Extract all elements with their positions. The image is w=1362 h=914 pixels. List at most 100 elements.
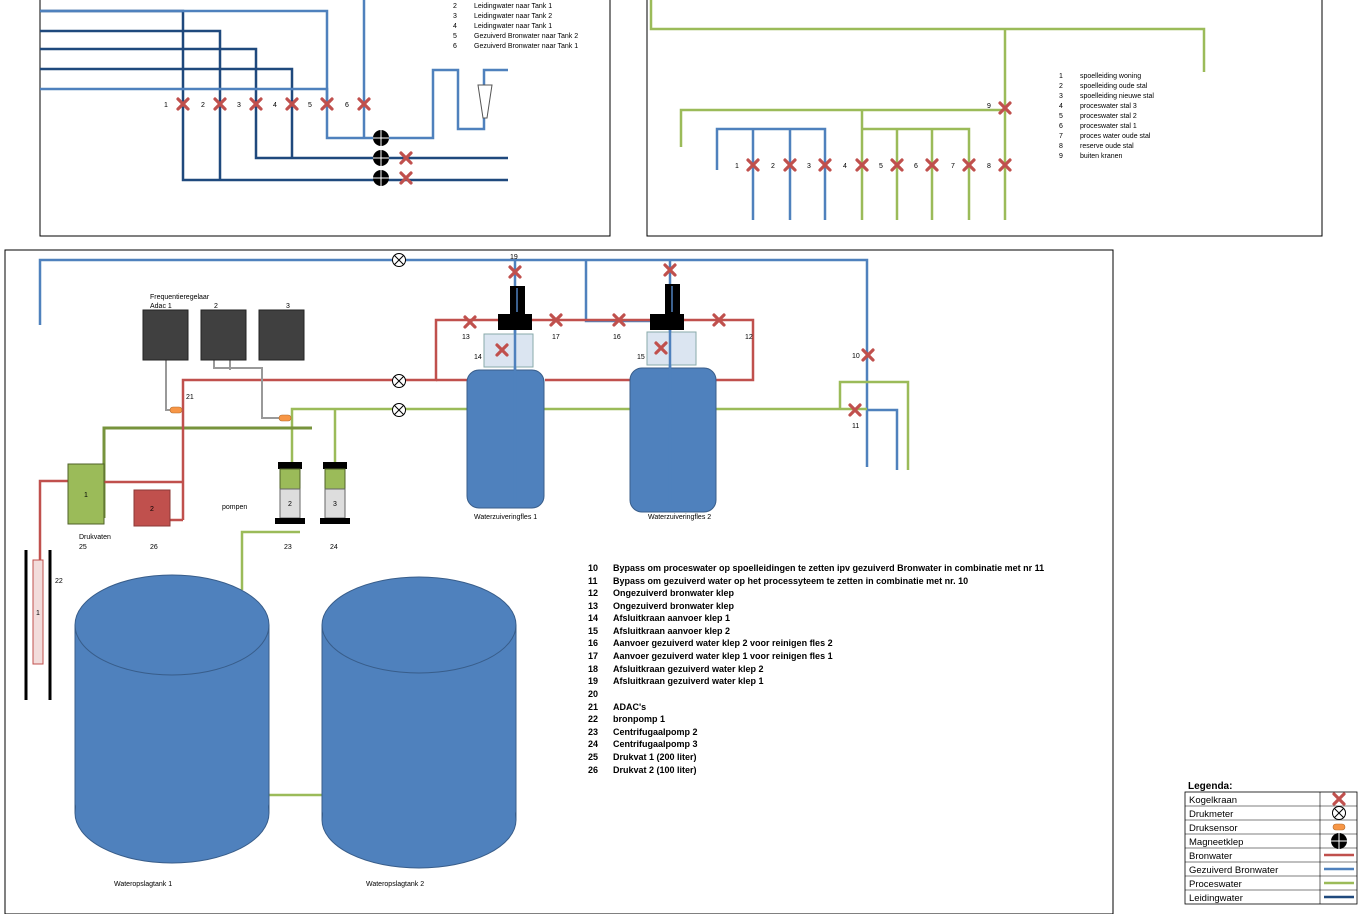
svg-text:12: 12	[588, 588, 598, 598]
solenoid-valve-icon	[1330, 832, 1348, 850]
adac-label: 3	[286, 303, 290, 310]
solenoid-valve-icon	[372, 149, 390, 167]
valve-number: 2	[771, 163, 775, 170]
svg-text:proceswater stal 1: proceswater stal 1	[1080, 123, 1137, 130]
legenda-item-label: Kogelkraan	[1189, 795, 1237, 806]
pressure-gauge-icon	[392, 253, 406, 267]
svg-text:4: 4	[1059, 103, 1063, 110]
label-16: 16	[613, 334, 621, 341]
wateropslagtank-2	[321, 576, 517, 869]
valve-number: 7	[951, 163, 955, 170]
svg-text:4: 4	[453, 23, 457, 30]
legenda-item-label: Gezuiverd Bronwater	[1189, 865, 1278, 876]
valve-number: 1	[164, 102, 168, 109]
svg-text:2: 2	[1059, 83, 1063, 90]
pressure-gauge-icon	[1332, 806, 1346, 820]
svg-text:proceswater stal 3: proceswater stal 3	[1080, 103, 1137, 110]
svg-text:16: 16	[588, 638, 598, 648]
legenda-title: Legenda:	[1188, 781, 1232, 792]
svg-text:Gezuiverd Bronwater naar Tank: Gezuiverd Bronwater naar Tank 1	[474, 43, 578, 50]
svg-text:24: 24	[588, 739, 598, 749]
svg-text:19: 19	[588, 676, 598, 686]
valve-number: 2	[201, 102, 205, 109]
pompen-label: pompen	[222, 504, 247, 511]
svg-text:proceswater stal 2: proceswater stal 2	[1080, 113, 1137, 120]
svg-text:6: 6	[1059, 123, 1063, 130]
label-22: 22	[55, 578, 63, 585]
ball-valve-icon	[463, 315, 477, 329]
valve-number: 6	[345, 102, 349, 109]
valve-number: 5	[879, 163, 883, 170]
svg-text:10: 10	[588, 563, 598, 573]
bronpomp	[32, 559, 44, 665]
legenda: Legenda: Kogelkraan Drukmeter Druksensor…	[1184, 781, 1358, 905]
wateropslagtank-1	[74, 574, 270, 864]
svg-text:Afsluitkraan aanvoer klep 2: Afsluitkraan aanvoer klep 2	[613, 626, 730, 636]
panel-b: 1 2 3 4 5 6 7 8 9 1 spoelleiding woning …	[646, 0, 1323, 237]
svg-text:25: 25	[588, 752, 598, 762]
waterzuiveringfles-1	[466, 286, 545, 509]
svg-text:Drukvat 1 (200 liter): Drukvat 1 (200 liter)	[613, 752, 697, 762]
label-21: 21	[186, 394, 194, 401]
valve-number: 8	[987, 163, 991, 170]
legenda-item-label: Bronwater	[1189, 851, 1232, 862]
svg-text:17: 17	[588, 651, 598, 661]
valve-number: 4	[843, 163, 847, 170]
panel-c-legend: 10 Bypass om proceswater op spoelleiding…	[588, 563, 1044, 775]
svg-text:Afsluitkraan aanvoer klep 1: Afsluitkraan aanvoer klep 1	[613, 613, 730, 623]
drukvat-1	[67, 463, 105, 525]
svg-text:2: 2	[288, 501, 292, 508]
freq-title: Frequentieregelaar	[150, 294, 210, 301]
svg-text:proces water oude stal: proces water oude stal	[1080, 133, 1151, 140]
svg-text:6: 6	[453, 43, 457, 50]
label-15: 15	[637, 354, 645, 361]
svg-text:ADAC's: ADAC's	[613, 702, 646, 712]
svg-text:22: 22	[588, 714, 598, 724]
svg-text:2: 2	[150, 506, 154, 513]
label-17: 17	[552, 334, 560, 341]
adac-2-box	[200, 309, 247, 361]
waterzuiveringfles-2	[629, 284, 717, 513]
valve-number: 6	[914, 163, 918, 170]
svg-text:21: 21	[588, 702, 598, 712]
svg-text:Afsluitkraan gezuiverd water k: Afsluitkraan gezuiverd water klep 1	[613, 676, 764, 686]
svg-text:bronpomp 1: bronpomp 1	[613, 714, 665, 724]
pressure-sensor-icon	[1332, 823, 1346, 831]
label-23: 23	[284, 544, 292, 551]
svg-text:Ongezuiverd bronwater klep: Ongezuiverd bronwater klep	[613, 588, 735, 598]
drukvat-2	[133, 489, 171, 527]
solenoid-valve-icon	[372, 169, 390, 187]
fles-2-label: Waterzuiveringfles 2	[648, 514, 711, 521]
svg-text:Leidingwater naar Tank 1: Leidingwater naar Tank 1	[474, 3, 552, 10]
legenda-item-label: Magneetklep	[1189, 837, 1243, 848]
svg-text:Leidingwater naar Tank 1: Leidingwater naar Tank 1	[474, 23, 552, 30]
label-26: 26	[150, 544, 158, 551]
fles-1-label: Waterzuiveringfles 1	[474, 514, 537, 521]
panel-a-legend: 2 Leidingwater naar Tank 1 3 Leidingwate…	[453, 3, 578, 50]
panel-a: 1 2 3 4 5 6 2 Leidingwater naar Tank 1 3…	[39, 0, 611, 237]
label-13: 13	[462, 334, 470, 341]
svg-text:11: 11	[588, 576, 598, 586]
label-12: 12	[745, 334, 753, 341]
svg-text:reserve oude stal: reserve oude stal	[1080, 143, 1134, 150]
svg-text:15: 15	[588, 626, 598, 636]
svg-text:7: 7	[1059, 133, 1063, 140]
label-19: 19	[510, 254, 518, 261]
svg-text:14: 14	[588, 613, 598, 623]
svg-text:23: 23	[588, 727, 598, 737]
svg-text:Bypass om gezuiverd water op h: Bypass om gezuiverd water op het process…	[613, 576, 968, 586]
adac-label: Adac 1	[150, 303, 172, 310]
svg-text:buiten kranen: buiten kranen	[1080, 153, 1123, 160]
panel-b-legend: 1 spoelleiding woning 2 spoelleiding oud…	[1059, 73, 1154, 160]
pump-2: 2	[275, 462, 305, 524]
valve-number: 1	[735, 163, 739, 170]
pump-3: 3	[320, 462, 350, 524]
svg-text:20: 20	[588, 689, 598, 699]
adac-3-box	[258, 309, 305, 361]
solenoid-valve-icon	[372, 129, 390, 147]
valve-number: 4	[273, 102, 277, 109]
svg-text:Centrifugaalpomp 3: Centrifugaalpomp 3	[613, 739, 698, 749]
svg-text:spoelleiding woning: spoelleiding woning	[1080, 73, 1141, 80]
svg-text:9: 9	[1059, 153, 1063, 160]
